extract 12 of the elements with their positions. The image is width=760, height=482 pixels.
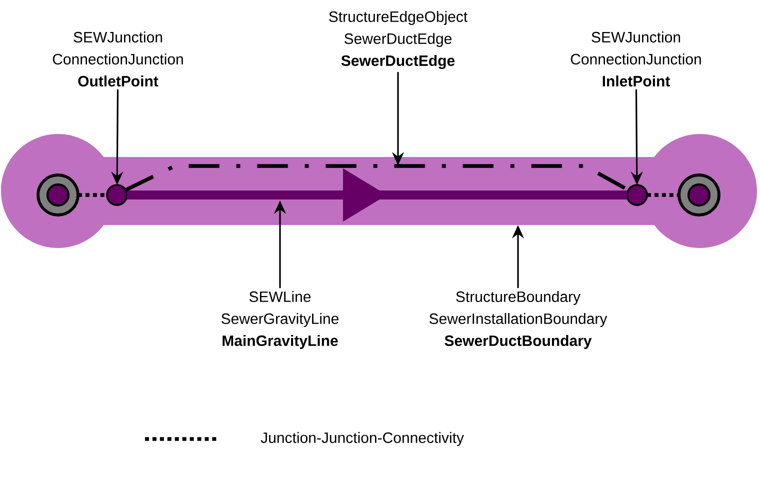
callout-label: StructureBoundary SewerInstallationBoundary SewerDuctBoundary <box>429 291 608 349</box>
dotted-line <box>647 193 679 197</box>
flow-arrow <box>127 168 627 222</box>
legend-label: Junction-Junction-Connectivity <box>260 432 464 446</box>
dotted-line <box>78 193 107 197</box>
boundary-band <box>1 134 757 248</box>
ring-symbol <box>36 174 80 216</box>
callout-label: SEWJunction ConnectionJunction OutletPoint <box>52 32 183 86</box>
callout-label: StructureEdgeObject SewerDuctEdge SewerDuctEdge <box>329 10 468 70</box>
ring-symbol <box>678 174 720 216</box>
callout-label: SEWJunction ConnectionJunction InletPoint <box>570 32 701 86</box>
callout-label: SEWLine SewerGravityLine MainGravityLine <box>222 291 338 349</box>
